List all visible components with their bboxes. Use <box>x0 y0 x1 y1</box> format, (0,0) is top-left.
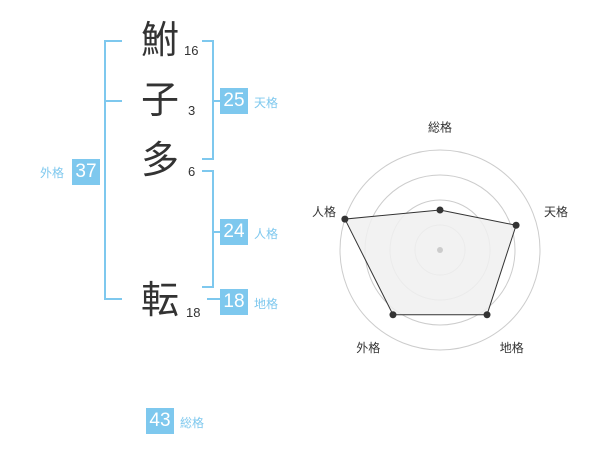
gaikaku-value: 37 <box>72 159 100 185</box>
radar-ring-4 <box>339 149 541 351</box>
chikaku-connector <box>207 298 222 300</box>
jinkaku-bracket-top <box>202 170 214 172</box>
radar-polygon <box>344 209 517 316</box>
tenkaku-value: 25 <box>220 88 248 114</box>
tenkaku-bracket-bottom <box>202 158 214 160</box>
radar-point-2 <box>512 221 520 229</box>
stroke-count-4: 18 <box>186 305 201 320</box>
jinkaku-value: 24 <box>220 219 248 245</box>
gaikaku-bracket-mid <box>104 100 122 102</box>
stroke-count-1: 16 <box>184 43 199 58</box>
name-char-3: 多 <box>140 138 179 182</box>
radar-point-5 <box>341 215 349 223</box>
jinkaku-label: 人格 <box>254 227 279 241</box>
jinkaku-bracket-vertical <box>212 170 214 288</box>
stroke-count-3: 6 <box>188 164 196 179</box>
gaikaku-bracket-bottom <box>104 298 122 300</box>
radar-point-4 <box>389 311 397 319</box>
stroke-count-2: 3 <box>188 103 196 118</box>
soukaku-label: 総格 <box>180 416 205 430</box>
radar-axis-label-3: 地格 <box>500 340 524 355</box>
name-char-4: 転 <box>140 278 179 322</box>
jinkaku-bracket-bottom <box>202 286 214 288</box>
radar-axis-label-5: 人格 <box>312 204 336 219</box>
gaikaku-label: 外格 <box>40 166 65 180</box>
soukaku-value: 43 <box>146 408 174 434</box>
radar-point-3 <box>483 311 491 319</box>
chikaku-value: 18 <box>220 289 248 315</box>
gaikaku-bracket-top <box>104 40 122 42</box>
chikaku-label: 地格 <box>254 297 279 311</box>
name-char-1: 鮒 <box>140 18 179 62</box>
radar-center-dot <box>437 247 443 253</box>
radar-axis-label-4: 外格 <box>356 340 380 355</box>
name-char-2: 子 <box>140 78 179 122</box>
tenkaku-bracket-top <box>202 40 214 42</box>
jinkaku-bracket-connector <box>212 231 222 233</box>
radar-axis-label-2: 天格 <box>544 204 568 219</box>
gaikaku-bracket-vertical <box>104 40 106 300</box>
radar-point-1 <box>436 206 444 214</box>
radar-axis-label-1: 総格 <box>428 120 452 135</box>
tenkaku-bracket-connector <box>212 100 222 102</box>
tenkaku-label: 天格 <box>254 96 279 110</box>
